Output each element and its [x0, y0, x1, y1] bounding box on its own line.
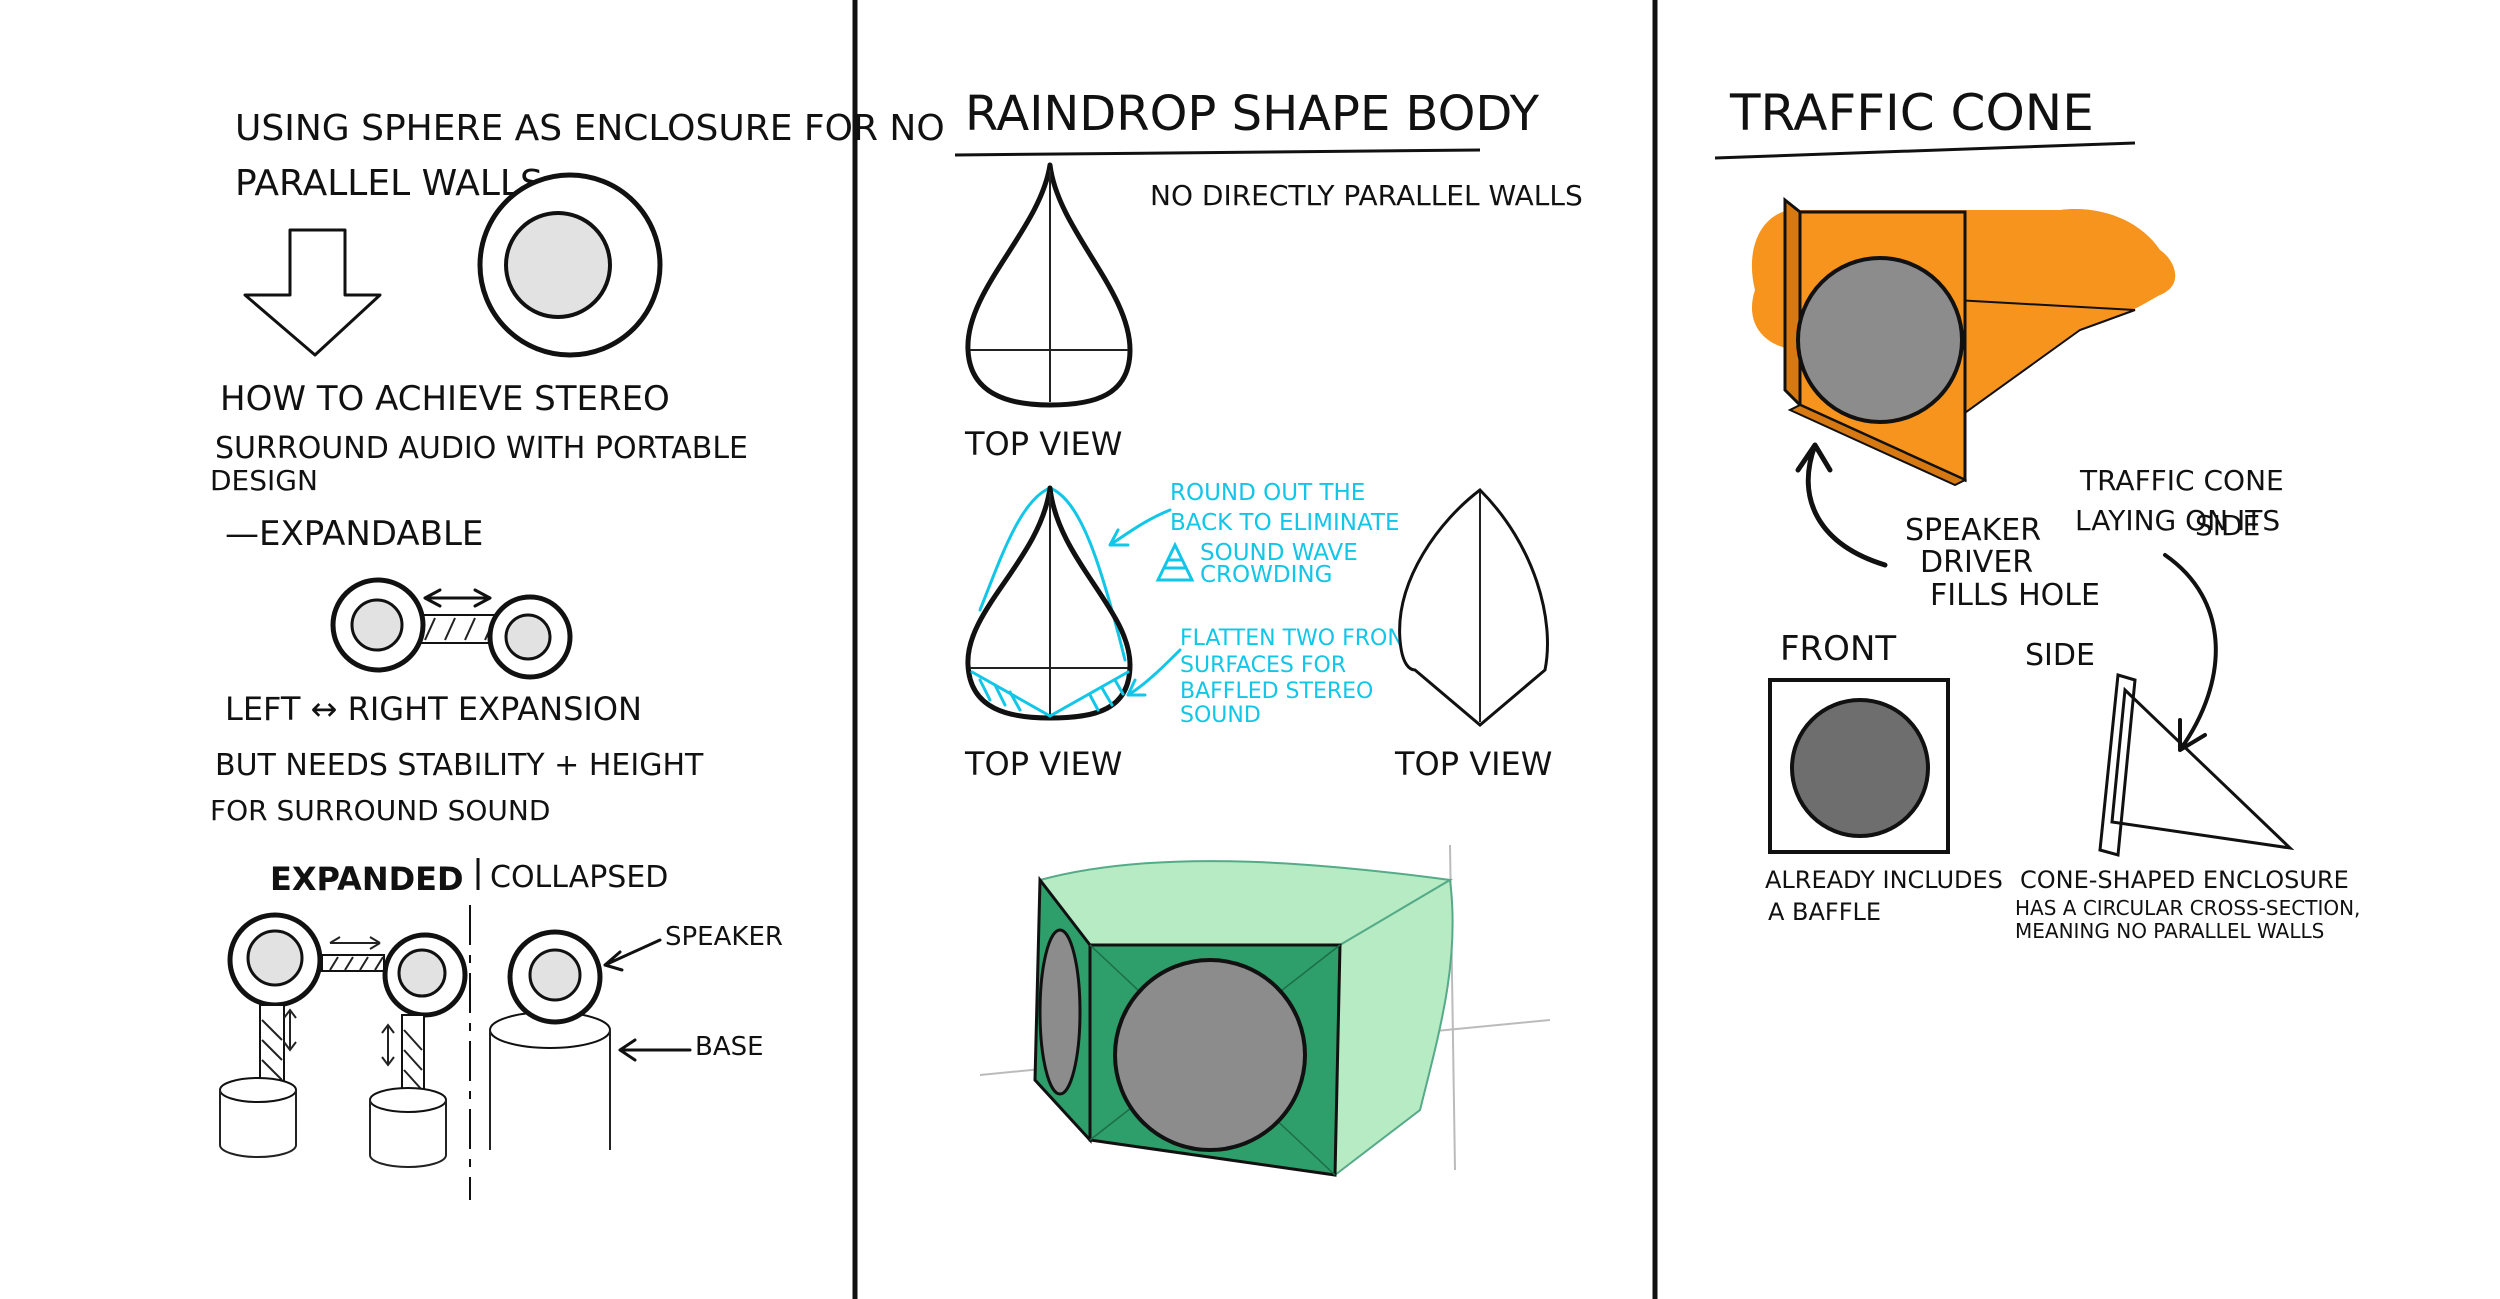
- question-line1: HOW TO ACHIEVE STEREO: [220, 379, 670, 419]
- flatten-arrow-icon: [1126, 648, 1182, 697]
- top-view-label-1: TOP VIEW: [964, 425, 1122, 463]
- flat-line2: SURFACES FOR: [1180, 653, 1346, 678]
- expanded-right-unit: [369, 932, 468, 1168]
- expandable-speakers: [330, 577, 573, 680]
- round-arrow-icon: [1108, 508, 1172, 547]
- sound-wave-icon: [1155, 541, 1195, 582]
- baffle-line1: ALREADY INCLUDES: [1765, 866, 2003, 894]
- raindrop-speaker-box: [979, 844, 1551, 1178]
- round-line4: CROWDING: [1200, 562, 1332, 588]
- down-arrow-icon: [243, 228, 382, 357]
- cone-side-line2: LAYING ON ITS: [2075, 504, 2280, 537]
- raindrop-title-underline: [954, 148, 1481, 157]
- raindrop-title: RAINDROP SHAPE BODY: [965, 86, 1540, 142]
- cone-note-line2: HAS A CIRCULAR CROSS-SECTION,: [2015, 896, 2360, 920]
- expandable-label: —EXPANDABLE: [225, 514, 483, 554]
- question-line2: SURROUND AUDIO WITH PORTABLE: [215, 431, 748, 466]
- double-arrow-icon: [423, 588, 492, 608]
- collapsed-unit: [489, 929, 611, 1150]
- cone-front-view: [1768, 678, 1950, 854]
- note-line1: LEFT ↔ RIGHT EXPANSION: [225, 690, 642, 728]
- base-arrow-icon: [618, 1038, 692, 1062]
- box-side-driver: [1038, 928, 1082, 1096]
- flat-line1: FLATTEN TWO FRONT: [1180, 626, 1418, 651]
- flat-line3: BAFFLED STEREO: [1180, 679, 1373, 704]
- curved-arrow-icon: [1795, 442, 1888, 568]
- baffle-line2: A BAFFLE: [1768, 898, 1881, 926]
- note-line3: FOR SURROUND SOUND: [210, 794, 550, 827]
- raindrop-top-view-1: [965, 162, 1133, 408]
- collapsed-label: COLLAPSED: [490, 860, 668, 895]
- expanded-left-unit: [219, 912, 323, 1158]
- panel-sphere: USING SPHERE AS ENCLOSURE FOR NO PARALLE…: [210, 108, 945, 1200]
- cone-note-line3: MEANING NO PARALLEL WALLS: [2015, 919, 2324, 943]
- raindrop-top-view-2: [965, 485, 1133, 721]
- note-line2: BUT NEEDS STABILITY + HEIGHT: [215, 748, 704, 783]
- question-line3: DESIGN: [210, 464, 318, 497]
- speaker-driver-line2: DRIVER: [1920, 545, 2033, 580]
- speaker-driver-line3: FILLS HOLE: [1930, 578, 2100, 613]
- front-label: FRONT: [1780, 629, 1896, 669]
- round-line2: BACK TO ELIMINATE: [1170, 510, 1400, 536]
- cone-title: TRAFFIC CONE: [1729, 84, 2094, 142]
- speaker-driver-line1: SPEAKER: [1905, 513, 2041, 548]
- side-label: SIDE: [2025, 638, 2095, 673]
- sphere-title-line2: PARALLEL WALLS: [235, 163, 543, 204]
- cone-side-view: [2098, 673, 2295, 857]
- cone-title-underline: [1714, 141, 2136, 160]
- sphere-title-line1: USING SPHERE AS ENCLOSURE FOR NO: [235, 108, 945, 149]
- panel-raindrop: RAINDROP SHAPE BODY NO DIRECTLY PARALLEL…: [954, 86, 1583, 1178]
- traffic-cone-illustration: [1751, 196, 2176, 487]
- base-label: BASE: [695, 1032, 764, 1062]
- speaker-label: SPEAKER: [665, 922, 783, 952]
- speaker-arrow-icon: [603, 938, 662, 972]
- box-front-driver: [1113, 958, 1307, 1152]
- sphere-front-view: [477, 172, 663, 358]
- round-line3: SOUND WAVE: [1200, 540, 1358, 566]
- flat-line4: SOUND: [1180, 703, 1261, 728]
- cone-side-line3: SIDE: [2195, 509, 2260, 542]
- cone-note-line1: CONE-SHAPED ENCLOSURE: [2020, 866, 2349, 894]
- expanded-arm: [321, 936, 385, 972]
- cone-driver: [1796, 256, 1964, 424]
- raindrop-note: NO DIRECTLY PARALLEL WALLS: [1150, 179, 1583, 212]
- cone-side-line1: TRAFFIC CONE: [2079, 464, 2284, 497]
- expanded-label: EXPANDED: [270, 860, 464, 898]
- top-view-label-2: TOP VIEW: [964, 745, 1122, 783]
- down-curve-arrow-icon: [2163, 553, 2218, 752]
- round-line1: ROUND OUT THE: [1170, 480, 1365, 506]
- top-view-label-3: TOP VIEW: [1394, 745, 1552, 783]
- panel-traffic-cone: TRAFFIC CONE SPEAKER DRIVER FILLS HOLE T…: [1714, 84, 2360, 943]
- raindrop-top-view-3: [1398, 488, 1549, 727]
